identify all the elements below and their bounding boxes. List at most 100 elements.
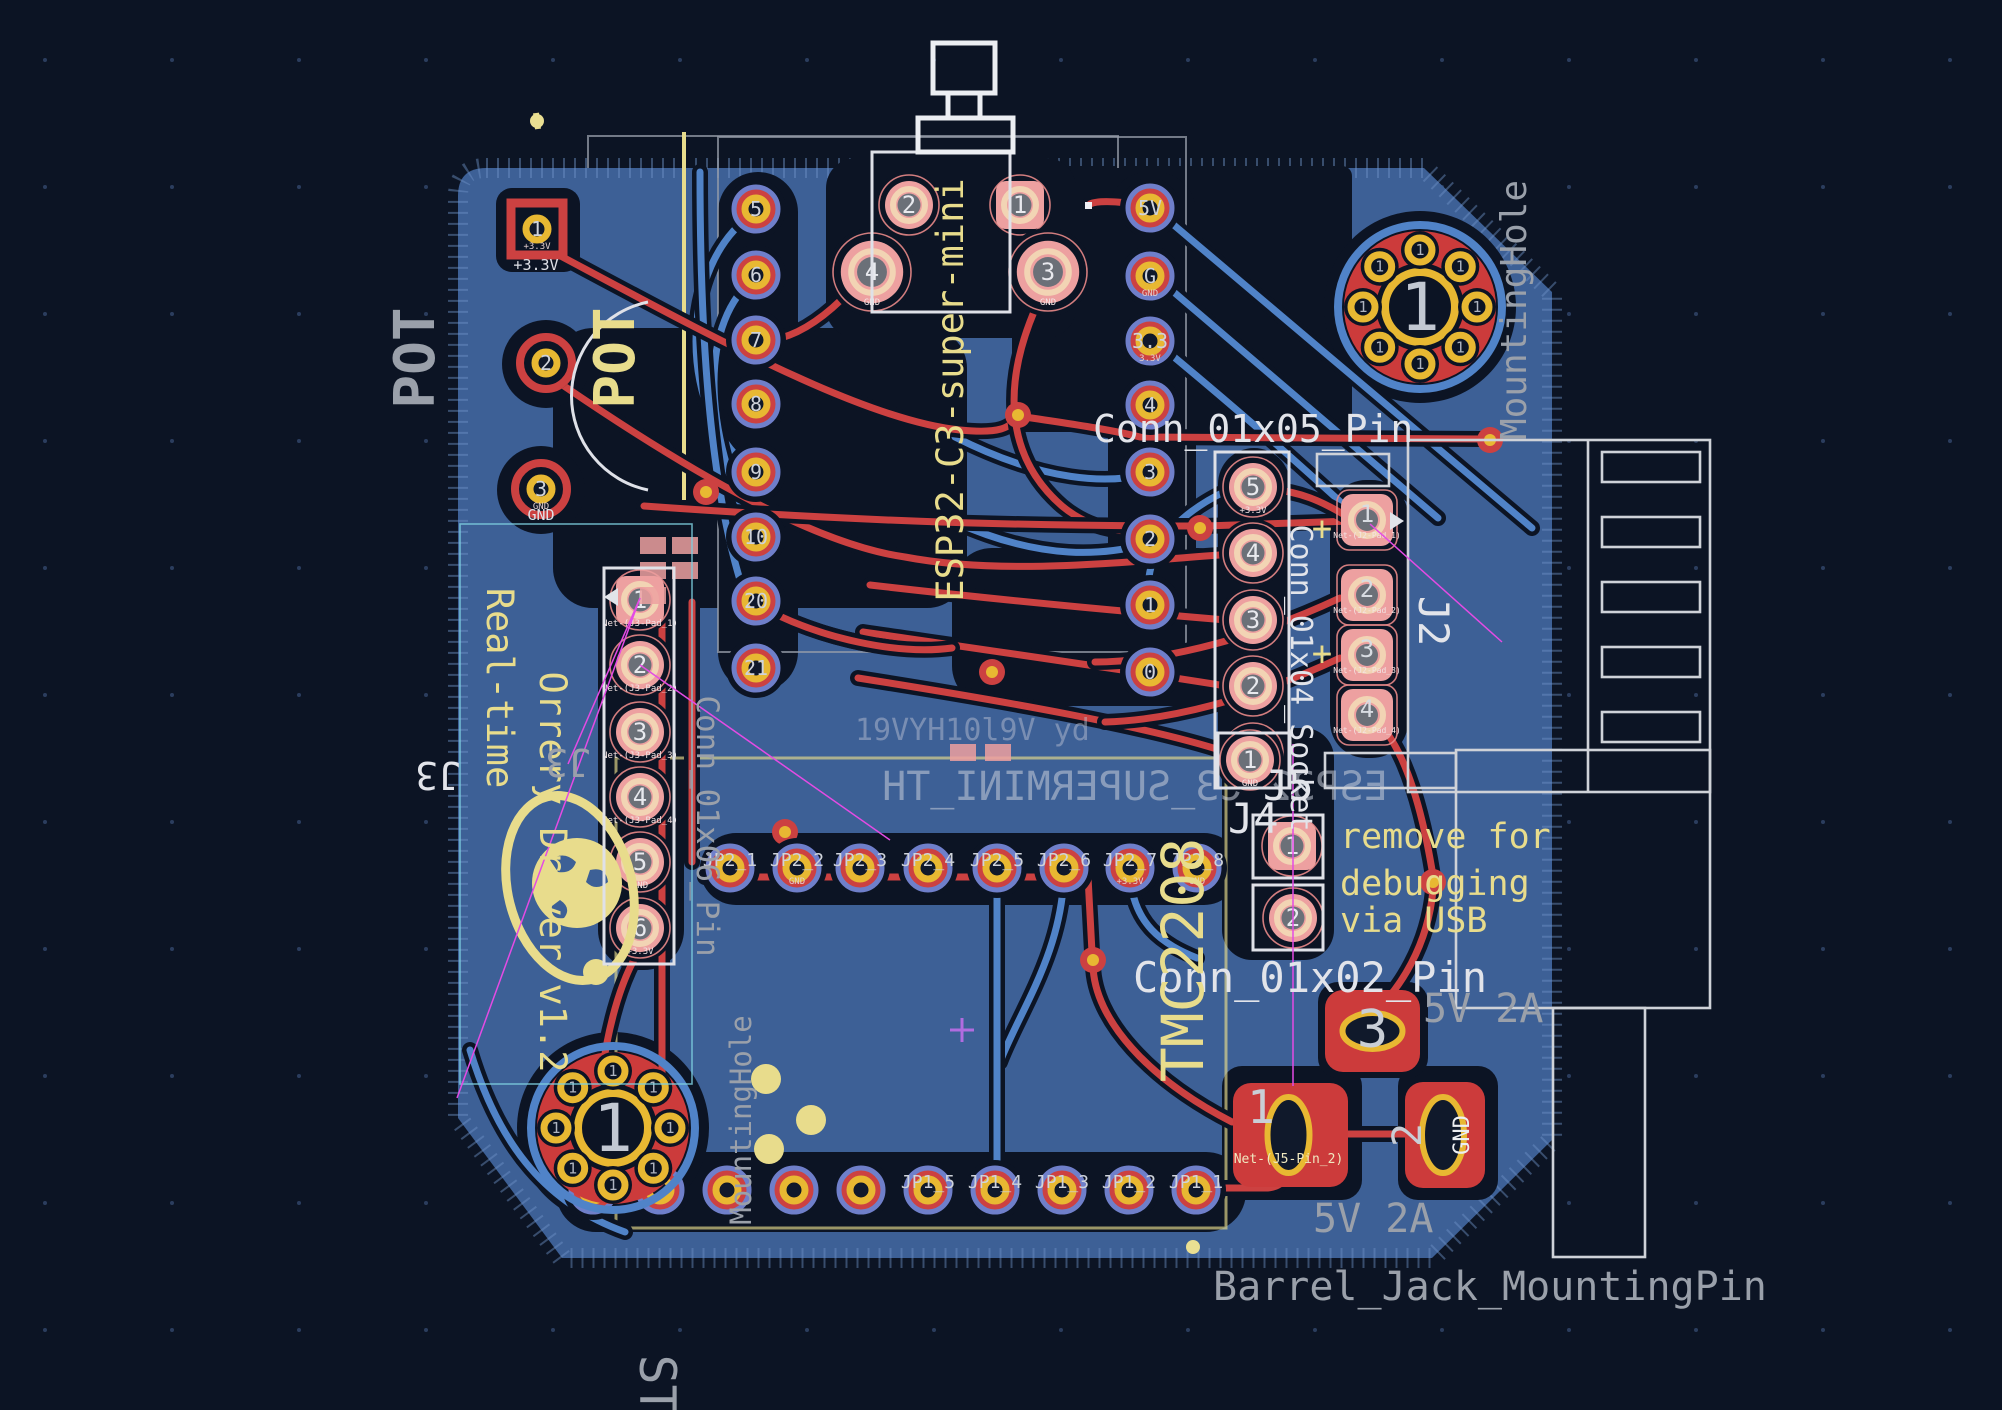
j2-label[interactable]: J2 — [1409, 596, 1458, 647]
through-hole-pad[interactable]: 3.33.3V — [1120, 311, 1180, 371]
through-hole-pad[interactable]: 2 — [1120, 509, 1180, 569]
back-trace[interactable] — [1158, 278, 1442, 522]
through-hole-pad[interactable]: JP1_1 — [1166, 1160, 1226, 1220]
connector-pad[interactable]: 1 — [986, 171, 1054, 239]
through-hole-pad[interactable]: 1 — [1120, 575, 1180, 635]
via[interactable] — [979, 659, 1005, 685]
through-hole-pad[interactable]: JP1_4 — [965, 1160, 1025, 1220]
front-trace[interactable] — [1091, 594, 1344, 666]
connector-pad[interactable]: 1 — [1258, 812, 1326, 880]
via[interactable] — [693, 479, 719, 505]
front-trace[interactable] — [866, 581, 1230, 624]
through-hole-pad[interactable]: JP2_1 — [700, 838, 760, 898]
tmc2208-label[interactable]: TMC2208 — [1149, 838, 1217, 1082]
through-hole-pad[interactable]: JP2_7+3.3V — [1100, 838, 1160, 898]
j3-label-white[interactable]: J3 — [415, 753, 461, 797]
through-hole-pad[interactable]: 6 — [726, 245, 786, 305]
power-label-b[interactable]: 5V 2A — [1313, 1196, 1433, 1242]
back-trace[interactable] — [1158, 211, 1536, 532]
via[interactable] — [1080, 947, 1106, 973]
pot-label-inner[interactable]: POT — [583, 307, 648, 408]
front-trace[interactable] — [1089, 961, 1236, 1126]
through-hole-pad[interactable]: 1+3.3V — [506, 198, 568, 260]
through-hole-pad[interactable]: JP2_4 — [898, 838, 958, 898]
connector-pad[interactable]: 2 — [875, 171, 943, 239]
back-trace[interactable] — [466, 1046, 629, 1236]
front-trace[interactable] — [854, 674, 1230, 756]
note-line1[interactable]: remove for — [1340, 817, 1551, 857]
mounting-hole-label-bl[interactable]: MountingHole — [724, 1015, 758, 1225]
through-hole-pad[interactable]: 10 — [726, 507, 786, 567]
barrel-jack-pad[interactable]: 3 — [1325, 990, 1420, 1072]
conn02-label[interactable]: Conn_01x02_Pin — [1133, 953, 1487, 1002]
front-trace[interactable] — [1201, 517, 1356, 530]
esp32-value-label[interactable]: ESP32-C3-super-mini — [929, 178, 972, 601]
front-trace[interactable] — [1101, 654, 1344, 726]
through-hole-pad[interactable]: 0 — [1120, 642, 1180, 702]
via[interactable] — [1420, 869, 1446, 895]
through-hole-pad[interactable]: JP1_3 — [1032, 1160, 1092, 1220]
connector-pad[interactable]: 2 — [1219, 652, 1287, 720]
front-trace[interactable] — [859, 628, 1230, 690]
through-hole-pad[interactable]: JP1_5 — [898, 1160, 958, 1220]
j5-label[interactable]: J5 — [1263, 761, 1314, 810]
through-hole-pad[interactable]: 9 — [726, 442, 786, 502]
j3-label-gray[interactable]: J3 — [545, 740, 591, 784]
orrery-label[interactable]: Orrery Driver v1.2 — [531, 672, 574, 1073]
vias[interactable] — [530, 114, 1503, 1254]
stepstick-label[interactable]: STEPSTICK — [628, 1355, 686, 1410]
through-hole-pad[interactable]: 20 — [726, 571, 786, 631]
through-hole-pad[interactable]: JP1_2 — [1099, 1160, 1159, 1220]
back-silk-footprint-name[interactable]: ESP32-C3_SUPERMINI_TH — [882, 764, 1388, 810]
through-hole-pad[interactable]: 3 — [1120, 442, 1180, 502]
through-hole-pad[interactable]: 5 — [726, 179, 786, 239]
through-hole-pad[interactable]: 21 — [726, 638, 786, 698]
front-trace[interactable] — [536, 241, 1022, 435]
connector-pad[interactable]: 5+3.3V — [1219, 453, 1287, 521]
conn06-label[interactable]: Conn_01x06_Pin — [689, 695, 725, 956]
front-trace[interactable] — [1014, 412, 1487, 443]
j4-label[interactable]: J4 — [1228, 794, 1279, 843]
front-trace[interactable] — [640, 502, 1201, 530]
via[interactable] — [772, 819, 798, 845]
power-label-a[interactable]: 5V 2A — [1423, 986, 1543, 1032]
pot-label-left[interactable]: POT — [383, 307, 448, 408]
through-hole-pad[interactable]: 7 — [726, 310, 786, 370]
connector-pad[interactable]: 4 — [1219, 519, 1287, 587]
realtime-label[interactable]: Real-time — [478, 588, 521, 788]
barrel-jack-label[interactable]: Barrel_Jack_MountingPin — [1213, 1264, 1767, 1310]
mounting-hole-label-tr[interactable]: MountingHole — [1494, 180, 1535, 440]
through-hole-pad[interactable] — [697, 1160, 757, 1220]
through-hole-pad[interactable]: 8 — [726, 374, 786, 434]
silk-text-layer[interactable]: POT POT ESP32-C3-super-mini MountingHole… — [383, 178, 1767, 1410]
through-hole-pad[interactable]: JP2_5 — [967, 838, 1027, 898]
through-hole-pad[interactable]: 5V — [1120, 178, 1180, 238]
conn05-label[interactable]: Conn_01x05_Pin — [1093, 407, 1413, 452]
through-hole-pad[interactable] — [764, 1160, 824, 1220]
through-hole-pad[interactable] — [831, 1160, 891, 1220]
through-hole-pad[interactable]: 2 — [516, 333, 576, 393]
through-hole-pad[interactable]: 4 — [1120, 375, 1180, 435]
back-silk-texts[interactable]: ESP32-C3_SUPERMINI_TH 19VYH10l9V yd — [855, 713, 1388, 810]
via[interactable] — [1005, 402, 1031, 428]
note-line2[interactable]: debugging — [1340, 864, 1530, 904]
conn04-socket-label[interactable]: Conn_01x04_Socket — [1283, 524, 1318, 831]
